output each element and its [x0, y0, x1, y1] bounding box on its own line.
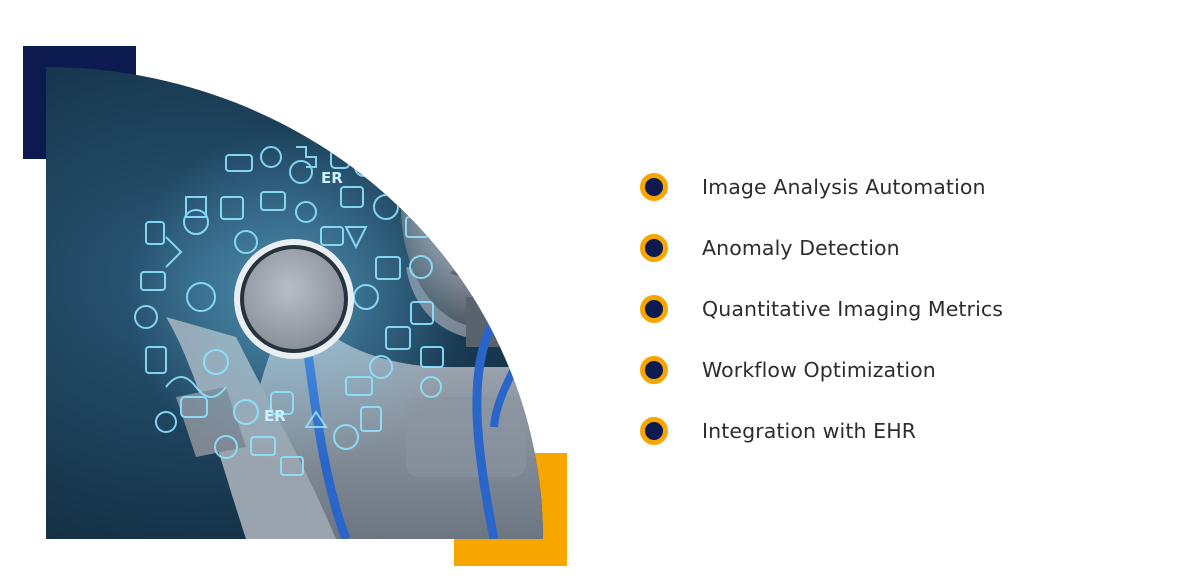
er-badge-bottom: ER	[264, 407, 286, 425]
bullet-dot-icon	[640, 172, 668, 201]
list-item: Integration with EHR	[640, 400, 1160, 461]
list-item: Image Analysis Automation	[640, 156, 1160, 217]
feature-list: Image Analysis Automation Anomaly Detect…	[640, 156, 1160, 461]
hero-image: ER ER	[46, 67, 543, 539]
feature-label: Image Analysis Automation	[702, 174, 986, 199]
feature-label: Quantitative Imaging Metrics	[702, 296, 1004, 321]
bullet-dot-icon	[640, 416, 668, 445]
stethoscope-chestpiece-icon	[234, 239, 354, 359]
feature-label: Workflow Optimization	[702, 357, 936, 382]
stethoscope-tube-icon	[472, 314, 500, 539]
bullet-dot-icon	[640, 294, 668, 323]
list-item: Anomaly Detection	[640, 217, 1160, 278]
bullet-dot-icon	[640, 233, 668, 262]
bullet-dot-icon	[640, 355, 668, 384]
er-badge-top: ER	[321, 169, 343, 187]
list-item: Quantitative Imaging Metrics	[640, 278, 1160, 339]
list-item: Workflow Optimization	[640, 339, 1160, 400]
feature-label: Integration with EHR	[702, 418, 917, 443]
feature-label: Anomaly Detection	[702, 235, 900, 260]
robot-stethoscope-illustration: ER ER	[126, 87, 543, 539]
